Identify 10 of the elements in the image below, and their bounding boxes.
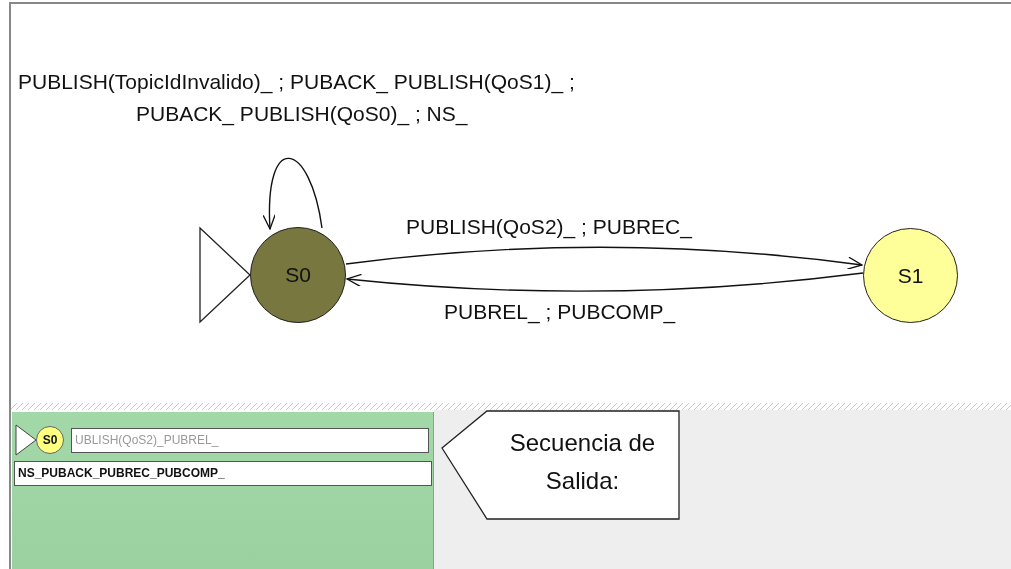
edge-label: PUBLISH(QoS2)_ ; PUBREC_ — [405, 216, 693, 238]
output-field: NS_PUBACK_PUBREC_PUBCOMP_ — [14, 461, 432, 486]
state-circle: S0 — [250, 227, 346, 323]
transition-arrow — [345, 246, 863, 270]
self-loop-arrow — [263, 157, 323, 230]
input-field: UBLISH(QoS2)_PUBREL_ — [71, 428, 429, 453]
edge-label: PUBLISH(TopicIdInvalido)_ ; PUBACK_ PUBLISH(QoS1)_ ; PUBACK_ PUBLISH(QoS0)_ ; NS_ — [18, 69, 576, 128]
state-circle: S1 — [863, 228, 958, 323]
transition-arrow — [346, 272, 864, 292]
callout-bubble: Secuencia de Salida: — [441, 410, 680, 520]
